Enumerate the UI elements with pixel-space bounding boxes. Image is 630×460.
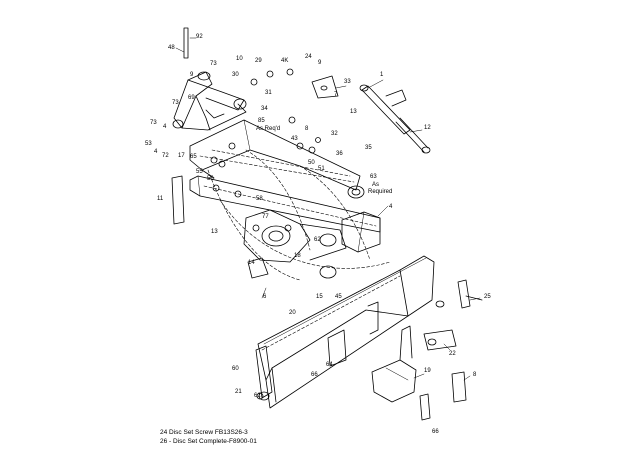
callout-label: 73 — [150, 120, 157, 126]
disc-set-screw-note: 24 Disc Set Screw FB13S26-3 — [160, 429, 248, 436]
callout-label: 14 — [248, 260, 255, 266]
callout-label: 43 — [291, 136, 298, 142]
callout-label: 72 — [162, 153, 169, 159]
center-pivot-casting — [243, 209, 347, 279]
callout-label: 73 — [210, 61, 217, 67]
callout-label: 69 — [188, 95, 195, 101]
callout-label: 18 — [294, 253, 301, 259]
callout-label: 77 — [262, 214, 269, 220]
callout-label: 19 — [424, 368, 431, 374]
callout-label: As Req'd — [256, 126, 280, 132]
callout-label: 12 — [424, 125, 431, 131]
callout-label: 55 — [196, 169, 203, 175]
mounting-block — [341, 185, 381, 253]
bolt-assembly — [435, 279, 483, 309]
side-bracket — [423, 329, 457, 351]
callout-label: 34 — [261, 106, 268, 112]
callout-label: 13 — [350, 109, 357, 115]
callout-label: 21 — [235, 389, 242, 395]
hydraulic-cylinder — [359, 84, 431, 154]
callout-label: 17 — [178, 153, 185, 159]
callout-label: 20 — [289, 310, 296, 316]
callout-label: 30 — [232, 72, 239, 78]
callout-label: 25 — [484, 294, 491, 300]
callout-label: 61 — [254, 393, 261, 399]
triangle-bracket — [311, 75, 339, 99]
callout-label: 4K — [281, 58, 288, 64]
leader-lines — [175, 37, 481, 381]
blade-moldboard — [257, 255, 435, 409]
callout-label: 51 — [318, 166, 325, 172]
callout-label: 24 — [305, 54, 312, 60]
callout-label: 31 — [265, 90, 272, 96]
skid-shoe — [371, 325, 417, 403]
callout-label: 32 — [331, 131, 338, 137]
disc-set-complete-note: 26 - Disc Set Complete-F8900-01 — [160, 438, 257, 445]
callout-label: 6 — [263, 294, 267, 300]
callout-label: 29 — [255, 58, 262, 64]
callout-label: Required — [368, 189, 392, 195]
mounting-arm-assembly — [172, 27, 247, 131]
callout-label: 4 — [389, 204, 393, 210]
callout-label: 50 — [308, 160, 315, 166]
callout-label: 15 — [316, 294, 323, 300]
callout-label: 62 — [314, 237, 321, 243]
callout-label: 73 — [172, 100, 179, 106]
callout-label: 60 — [232, 366, 239, 372]
callout-label: 85 — [258, 118, 265, 124]
callout-label: 13 — [211, 229, 218, 235]
callout-label: 8 — [473, 372, 477, 378]
cutting-edge-plate — [451, 371, 467, 403]
fastener-hardware — [210, 68, 321, 400]
callout-label: 22 — [449, 351, 456, 357]
callout-label: 56 — [207, 176, 214, 182]
callout-label: 45 — [335, 294, 342, 300]
pivot-guide-lines — [207, 149, 391, 281]
callout-label: 1 — [380, 72, 384, 78]
callout-label: 36 — [336, 151, 343, 157]
callout-label: 33 — [344, 79, 351, 85]
callout-label: 63 — [370, 174, 377, 180]
callout-label: 66 — [311, 372, 318, 378]
callout-label: 65 — [190, 154, 197, 160]
callout-label: 53 — [145, 141, 152, 147]
callout-label: 66 — [432, 429, 439, 435]
callout-label: 10 — [236, 56, 243, 62]
frame-beam — [189, 175, 381, 233]
callout-label: 58 — [256, 196, 263, 202]
lower-post — [419, 393, 431, 421]
callout-label: 4 — [154, 149, 158, 155]
callout-label: As — [372, 182, 379, 188]
callout-label: 92 — [196, 34, 203, 40]
callout-label: 9 — [190, 72, 194, 78]
callout-label: 4 — [163, 124, 167, 130]
callout-label: 8 — [305, 126, 309, 132]
callout-label: 64 — [326, 362, 333, 368]
vertical-post — [171, 175, 185, 225]
callout-label: 11 — [157, 196, 164, 202]
callout-label: 35 — [365, 145, 372, 151]
callout-label: 7 — [334, 92, 338, 98]
blade-end-plate — [255, 345, 273, 401]
callout-label: 9 — [318, 60, 322, 66]
callout-label: 48 — [168, 45, 175, 51]
